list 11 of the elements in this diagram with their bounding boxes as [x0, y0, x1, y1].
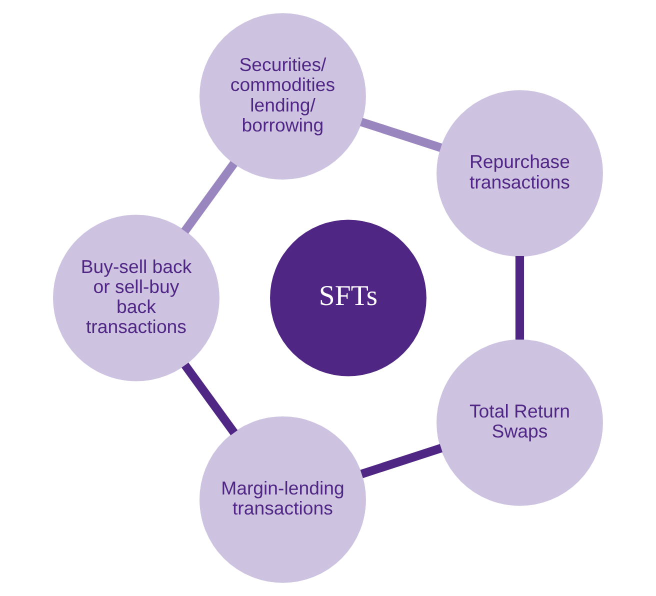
connector [360, 118, 442, 152]
node-circle: Buy-sell back or sell-buy back transactions [53, 214, 220, 382]
connector [182, 362, 238, 436]
node-circle: Margin-lending transactions [200, 416, 366, 583]
node-circle: SFTs [270, 220, 426, 376]
node-circle: Securities/ commodities lending/ borrowing [200, 13, 366, 180]
connector [515, 256, 524, 340]
node-circle: Repurchase transactions [436, 90, 603, 257]
connector [181, 160, 238, 234]
node-circle: Total Return Swaps [436, 339, 603, 506]
connector [360, 444, 442, 478]
